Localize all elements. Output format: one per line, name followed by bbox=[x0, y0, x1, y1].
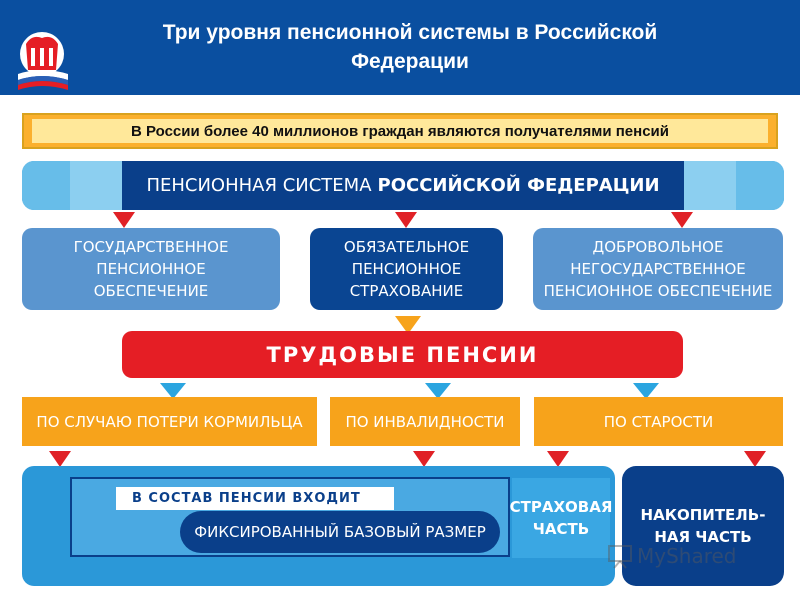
info-bar-inner: В России более 40 миллионов граждан явля… bbox=[32, 119, 768, 143]
info-text: В России более 40 миллионов граждан явля… bbox=[130, 122, 669, 140]
level-state-pension: ГОСУДАРСТВЕННОЕ ПЕНСИОННОЕ ОБЕСПЕЧЕНИЕ bbox=[22, 228, 280, 310]
pension-system-emphasis: РОССИЙСКОЙ ФЕДЕРАЦИИ bbox=[377, 175, 660, 196]
pension-fund-logo bbox=[8, 30, 76, 92]
level-line: СТРАХОВАНИЕ bbox=[349, 282, 464, 300]
header-banner bbox=[0, 0, 800, 95]
funded-line-1: НАКОПИТЕЛЬ- bbox=[640, 506, 766, 524]
fixed-base-amount: ФИКСИРОВАННЫЙ БАЗОВЫЙ РАЗМЕР bbox=[180, 511, 500, 553]
labor-pensions-banner: ТРУДОВЫЕ ПЕНСИИ bbox=[122, 331, 683, 378]
arrow-down-icon bbox=[744, 451, 766, 467]
level-line: ГОСУДАРСТВЕННОЕ bbox=[73, 238, 229, 256]
funded-line-2: НАЯ ЧАСТЬ bbox=[654, 528, 752, 546]
pension-type-survivor: ПО СЛУЧАЮ ПОТЕРИ КОРМИЛЬЦА bbox=[22, 397, 317, 446]
arrow-down-icon bbox=[113, 212, 135, 228]
arrow-down-icon bbox=[395, 212, 417, 228]
arrow-down-icon bbox=[425, 383, 451, 399]
title-line-1: Три уровня пенсионной системы в Российск… bbox=[162, 21, 658, 44]
pension-system-prefix: ПЕНСИОННАЯ СИСТЕМА bbox=[146, 175, 372, 196]
insurance-line-1: СТРАХОВАЯ bbox=[509, 498, 613, 516]
insurance-line-2: ЧАСТЬ bbox=[532, 520, 590, 538]
bar-stripe bbox=[70, 161, 122, 210]
pension-system-title: ПЕНСИОННАЯ СИСТЕМА РОССИЙСКОЙ ФЕДЕРАЦИИ bbox=[122, 161, 684, 210]
level-voluntary-pension: ДОБРОВОЛЬНОЕ НЕГОСУДАРСТВЕННОЕ ПЕНСИОННО… bbox=[533, 228, 783, 310]
level-line: ПЕНСИОННОЕ ОБЕСПЕЧЕНИЕ bbox=[543, 282, 773, 300]
bar-stripe bbox=[22, 161, 70, 210]
info-bar: В России более 40 миллионов граждан явля… bbox=[22, 113, 778, 149]
level-line: ДОБРОВОЛЬНОЕ bbox=[592, 238, 724, 256]
arrow-down-icon bbox=[395, 316, 421, 334]
title-line-2: Федерации bbox=[351, 50, 469, 73]
insurance-part: СТРАХОВАЯ ЧАСТЬ bbox=[509, 478, 613, 558]
watermark: MyShared bbox=[607, 536, 767, 576]
arrow-down-icon bbox=[160, 383, 186, 399]
level-line: НЕГОСУДАРСТВЕННОЕ bbox=[570, 260, 746, 278]
page-title: Три уровня пенсионной системы в Российск… bbox=[95, 18, 725, 76]
funded-part: НАКОПИТЕЛЬ- НАЯ ЧАСТЬ bbox=[622, 466, 784, 586]
bar-stripe bbox=[736, 161, 784, 210]
arrow-down-icon bbox=[413, 451, 435, 467]
watermark-text: MyShared bbox=[637, 544, 737, 568]
arrow-down-icon bbox=[49, 451, 71, 467]
level-mandatory-insurance: ОБЯЗАТЕЛЬНОЕ ПЕНСИОННОЕ СТРАХОВАНИЕ bbox=[310, 228, 503, 310]
bar-stripe bbox=[684, 161, 736, 210]
level-line: ПЕНСИОННОЕ bbox=[96, 260, 206, 278]
arrow-down-icon bbox=[547, 451, 569, 467]
level-line: ПЕНСИОННОЕ bbox=[351, 260, 462, 278]
level-line: ОБЯЗАТЕЛЬНОЕ bbox=[343, 238, 470, 256]
arrow-down-icon bbox=[671, 212, 693, 228]
pension-system-bar: ПЕНСИОННАЯ СИСТЕМА РОССИЙСКОЙ ФЕДЕРАЦИИ bbox=[22, 161, 784, 210]
composition-header: В СОСТАВ ПЕНСИИ ВХОДИТ bbox=[116, 487, 394, 510]
arrow-down-icon bbox=[633, 383, 659, 399]
pension-type-old-age: ПО СТАРОСТИ bbox=[534, 397, 783, 446]
presentation-icon bbox=[608, 545, 632, 569]
pension-type-disability: ПО ИНВАЛИДНОСТИ bbox=[330, 397, 520, 446]
level-line: ОБЕСПЕЧЕНИЕ bbox=[93, 282, 209, 300]
